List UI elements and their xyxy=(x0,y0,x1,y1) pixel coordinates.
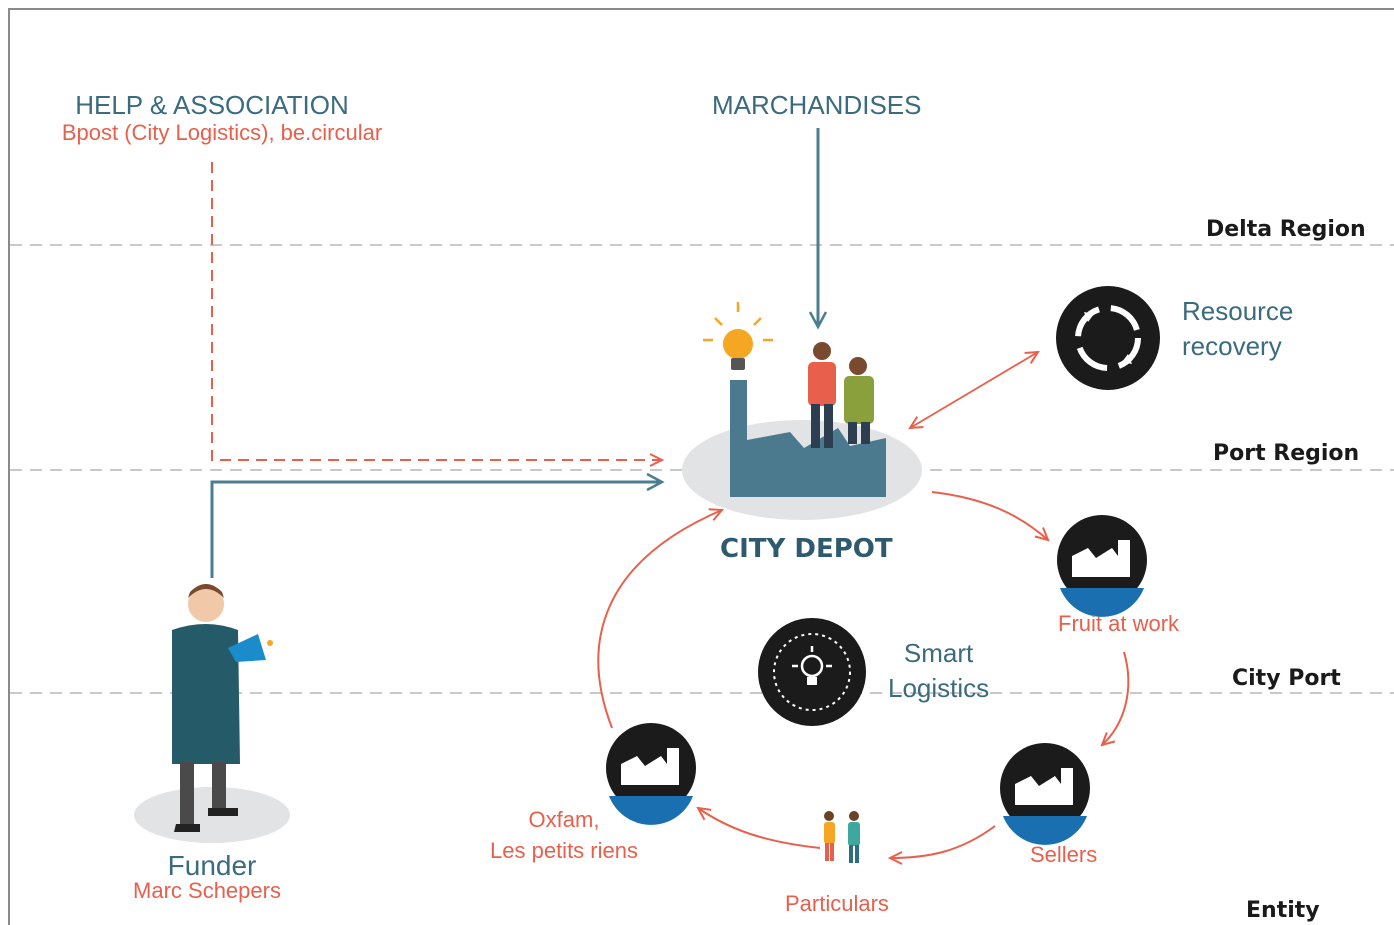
fruit-at-work-icon xyxy=(1057,515,1147,617)
particulars-label: Particulars xyxy=(785,891,889,916)
marchandises-label: MARCHANDISES xyxy=(712,90,922,120)
funder-name: Marc Schepers xyxy=(133,878,281,903)
oxfam-icon xyxy=(606,723,696,825)
person-red-icon xyxy=(808,342,836,448)
help-arrow xyxy=(211,162,662,460)
oxfam-line2: Les petits riens xyxy=(490,838,638,863)
sellers-label: Sellers xyxy=(1030,842,1098,867)
port-region-label: Port Region xyxy=(1213,441,1360,466)
help-subtitle: Bpost (City Logistics), be.circular xyxy=(61,120,383,145)
resource-recovery-label: Resource recovery xyxy=(1182,294,1293,364)
city-port-label: City Port xyxy=(1232,666,1341,691)
person-green-icon xyxy=(844,357,874,444)
smart-line2: Logistics xyxy=(888,673,990,703)
fruit-to-sellers-arrow xyxy=(1102,651,1130,745)
smart-line1: Smart xyxy=(903,638,974,668)
oxfam-label: Oxfam, Les petits riens xyxy=(480,804,648,866)
particulars-to-oxfam-arrow xyxy=(698,808,821,849)
funder-arrow xyxy=(210,472,665,578)
entity-label: Entity xyxy=(1246,898,1320,923)
resource-arrow xyxy=(910,352,1038,428)
help-title: HELP & ASSOCIATION xyxy=(75,90,349,120)
funder-title: Funder xyxy=(167,850,257,881)
delta-region-label: Delta Region xyxy=(1206,217,1366,242)
depot-to-fruit-arrow xyxy=(931,491,1048,540)
lightbulb-icon xyxy=(703,302,773,370)
city-depot-illustration xyxy=(682,302,922,520)
resource-line1: Resource xyxy=(1182,296,1294,326)
diagram-frame xyxy=(8,8,1394,925)
smart-logistics-icon xyxy=(758,618,866,726)
oxfam-to-depot-arrow xyxy=(597,510,722,729)
fruit-at-work-label: Fruit at work xyxy=(1058,611,1180,636)
city-depot-label: CITY DEPOT xyxy=(720,534,893,564)
funder-illustration xyxy=(134,584,290,843)
oxfam-line1: Oxfam, xyxy=(528,807,600,832)
sellers-icon xyxy=(1000,743,1090,845)
resource-line2: recovery xyxy=(1182,331,1282,361)
smart-logistics-label: Smart Logistics xyxy=(888,636,989,706)
resource-recovery-icon xyxy=(1056,286,1160,390)
particulars-icon xyxy=(824,811,860,863)
sellers-to-particulars-arrow xyxy=(890,825,996,858)
megaphone-icon xyxy=(228,634,273,662)
